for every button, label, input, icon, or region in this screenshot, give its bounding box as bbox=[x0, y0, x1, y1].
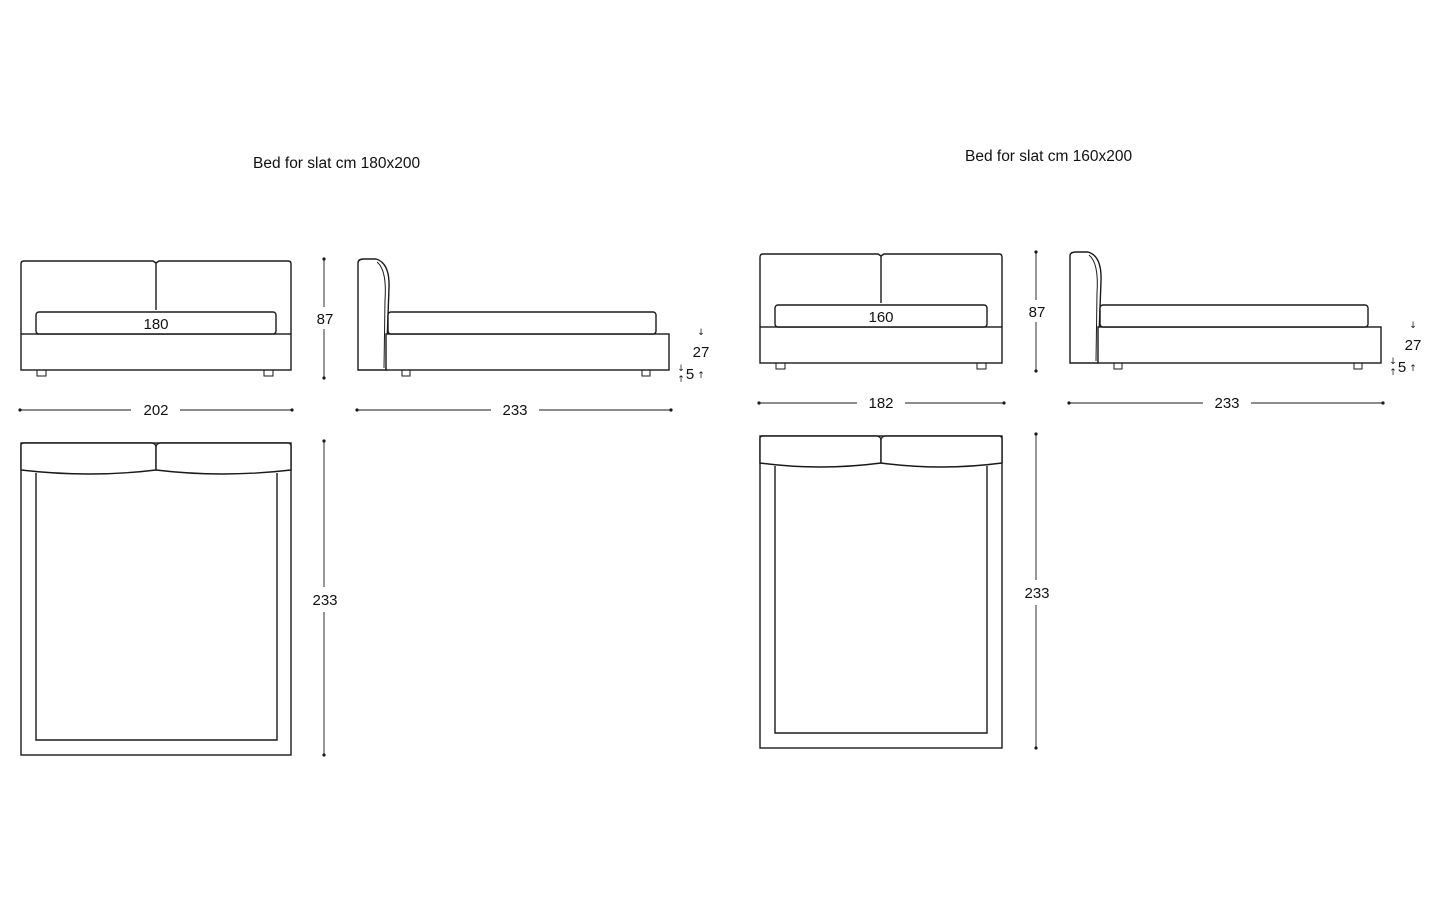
bed-160-front-view: 160 87 182 bbox=[757, 250, 1050, 412]
top-cushion-right bbox=[880, 435, 1003, 468]
svg-text:↓: ↓ bbox=[1389, 357, 1397, 367]
front-height-label: 87 bbox=[317, 311, 334, 328]
side-base bbox=[385, 333, 670, 371]
front-inner-width-label: 180 bbox=[143, 316, 168, 333]
bed-180-drawing: Bed for slat cm 180x200 180 87 202 bbox=[18, 155, 709, 757]
side-mattress bbox=[1099, 304, 1369, 328]
svg-text:↓: ↓ bbox=[697, 328, 705, 338]
bed-160-drawing: Bed for slat cm 160x200 160 87 182 bbox=[757, 148, 1421, 750]
side-base bbox=[1097, 326, 1382, 364]
bed-180-side-view: 233 ↓ 27 ↓ ↑ 5 ↑ bbox=[355, 258, 710, 419]
top-frame bbox=[759, 435, 1003, 749]
side-length-label: 233 bbox=[502, 402, 527, 419]
side-length-label: 233 bbox=[1214, 395, 1239, 412]
bed-160-side-view: 233 ↓ 27 ↓ ↑ 5 ↑ bbox=[1067, 251, 1422, 412]
top-mattress bbox=[774, 466, 988, 734]
side-mattress bbox=[387, 311, 657, 335]
bed-160-title: Bed for slat cm 160x200 bbox=[965, 148, 1133, 165]
side-foot-height-label: 5 bbox=[1398, 359, 1406, 376]
side-headboard bbox=[1069, 251, 1102, 364]
front-mattress bbox=[35, 311, 277, 335]
side-headboard bbox=[357, 258, 390, 371]
top-length-label: 233 bbox=[1024, 585, 1049, 602]
front-inner-width-label: 160 bbox=[868, 309, 893, 326]
bed-180-top-view: 233 bbox=[20, 439, 338, 757]
front-base bbox=[759, 326, 1003, 364]
front-width-label: 182 bbox=[868, 395, 893, 412]
top-cushion-left bbox=[759, 435, 882, 468]
svg-text:↓: ↓ bbox=[677, 364, 685, 374]
top-mattress bbox=[35, 473, 278, 741]
svg-text:↑: ↑ bbox=[1389, 368, 1397, 378]
side-frame-height-label: 27 bbox=[1405, 337, 1422, 354]
top-cushion-left bbox=[20, 442, 157, 475]
front-mattress bbox=[774, 304, 988, 328]
front-base bbox=[20, 333, 292, 371]
side-frame-height-label: 27 bbox=[693, 344, 710, 361]
top-cushion-right bbox=[155, 442, 292, 475]
svg-text:↑: ↑ bbox=[697, 371, 705, 381]
bed-180-title: Bed for slat cm 180x200 bbox=[253, 155, 421, 172]
svg-text:↓: ↓ bbox=[1409, 321, 1417, 331]
side-foot-height-label: 5 bbox=[686, 366, 694, 383]
bed-180-front-view: 180 87 202 bbox=[18, 257, 338, 419]
svg-text:↑: ↑ bbox=[677, 375, 685, 385]
top-frame bbox=[20, 442, 292, 756]
svg-text:↑: ↑ bbox=[1409, 364, 1417, 374]
front-height-label: 87 bbox=[1029, 304, 1046, 321]
bed-160-top-view: 233 bbox=[759, 432, 1050, 750]
top-length-label: 233 bbox=[312, 592, 337, 609]
front-width-label: 202 bbox=[143, 402, 168, 419]
